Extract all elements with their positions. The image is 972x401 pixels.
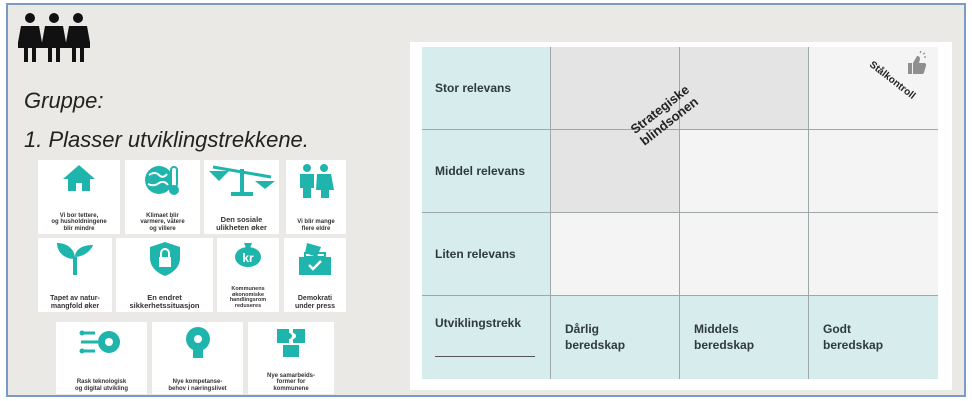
svg-text:kr: kr bbox=[242, 251, 254, 265]
matrix-cell-medium-poor[interactable] bbox=[551, 130, 680, 213]
trend-card-technology[interactable]: Rask teknologisk og digital utvikling bbox=[56, 322, 147, 394]
trend-card-label: Tapet av natur- mangfold øker bbox=[50, 295, 100, 310]
trend-card-security[interactable]: En endret sikkerhetssituasjon bbox=[116, 238, 213, 312]
thumbs-up-sparkle-icon bbox=[908, 51, 927, 74]
instruction-text: 1. Plasser utviklingstrekkene. bbox=[24, 127, 309, 152]
matrix-cell-low-good[interactable] bbox=[809, 213, 938, 296]
ballot-box-icon bbox=[299, 243, 331, 275]
trend-card-municipal-economy[interactable]: kr Kommunens økonomiske handlingsrom red… bbox=[217, 238, 279, 312]
trend-card-label: Rask teknologisk og digital utvikling bbox=[75, 379, 128, 392]
matrix-cell-medium-good[interactable] bbox=[809, 130, 938, 213]
group-of-three-women-icon bbox=[18, 13, 90, 62]
trend-card-housing[interactable]: Vi bor tettere, og husholdningene blir m… bbox=[38, 160, 120, 234]
trend-card-collaboration[interactable]: Nye samarbeids- former for kommunene bbox=[248, 322, 334, 394]
matrix-cell-high-poor[interactable] bbox=[551, 47, 680, 130]
trend-card-competence[interactable]: Nye kompetanse- behov i næringslivet bbox=[152, 322, 243, 394]
circuit-gear-icon bbox=[79, 330, 120, 354]
trend-card-label: Nye kompetanse- behov i næringslivet bbox=[168, 379, 227, 392]
group-label: Gruppe: bbox=[24, 88, 104, 113]
row-label-low-relevance: Liten relevans bbox=[422, 213, 551, 296]
row-label-high-relevance: Stor relevans bbox=[422, 47, 551, 130]
trend-card-label: Klimaet blir varmere, våtere og villere bbox=[140, 213, 185, 232]
trend-card-label: En endret sikkerhetssituasjon bbox=[129, 293, 200, 311]
axis-label-cell: Utviklingstrekk bbox=[422, 296, 551, 379]
axis-label-underline bbox=[435, 356, 535, 357]
row-label-medium-relevance: Middel relevans bbox=[422, 130, 551, 213]
lightbulb-gear-icon bbox=[185, 327, 210, 358]
column-label-good-preparedness: Godt beredskap bbox=[809, 296, 938, 379]
axis-label: Utviklingstrekk bbox=[435, 316, 522, 330]
globe-thermometer-icon bbox=[144, 166, 179, 195]
column-label-poor-preparedness: Dårlig beredskap bbox=[551, 296, 680, 379]
column-label-medium-preparedness: Middels beredskap bbox=[680, 296, 809, 379]
money-bag-icon: kr bbox=[235, 243, 261, 267]
trend-card-biodiversity[interactable]: Tapet av natur- mangfold øker bbox=[38, 238, 112, 312]
trend-card-label: Vi blir mange flere eldre bbox=[297, 219, 335, 232]
puzzle-pieces-icon bbox=[277, 329, 305, 357]
house-icon bbox=[63, 165, 95, 191]
matrix-cell-high-medium[interactable] bbox=[680, 47, 809, 130]
trend-card-democracy[interactable]: Demokrati under press bbox=[284, 238, 346, 312]
trend-card-label: Den sosiale ulikheten øker bbox=[216, 215, 267, 233]
trend-card-label: Kommunens økonomiske handlingsrom reduse… bbox=[229, 285, 267, 310]
assessment-matrix: Stor relevans Middel relevans Liten rele… bbox=[422, 47, 938, 379]
matrix-cell-medium-medium[interactable] bbox=[680, 130, 809, 213]
trend-card-inequality[interactable]: Den sosiale ulikheten øker bbox=[204, 160, 279, 234]
sprout-icon bbox=[57, 243, 93, 275]
trend-card-elderly[interactable]: Vi blir mange flere eldre bbox=[286, 160, 346, 234]
elderly-couple-icon bbox=[300, 164, 334, 198]
trend-card-climate[interactable]: Klimaet blir varmere, våtere og villere bbox=[125, 160, 200, 234]
trend-card-label: Demokrati under press bbox=[294, 295, 336, 310]
matrix-cell-low-poor[interactable] bbox=[551, 213, 680, 296]
trend-card-label: Vi bor tettere, og husholdningene blir m… bbox=[51, 213, 107, 232]
unbalanced-scale-icon bbox=[208, 165, 275, 196]
matrix-cell-low-medium[interactable] bbox=[680, 213, 809, 296]
shield-lock-icon bbox=[149, 242, 180, 276]
trend-card-label: Nye samarbeids- former for kommunene bbox=[266, 373, 316, 392]
